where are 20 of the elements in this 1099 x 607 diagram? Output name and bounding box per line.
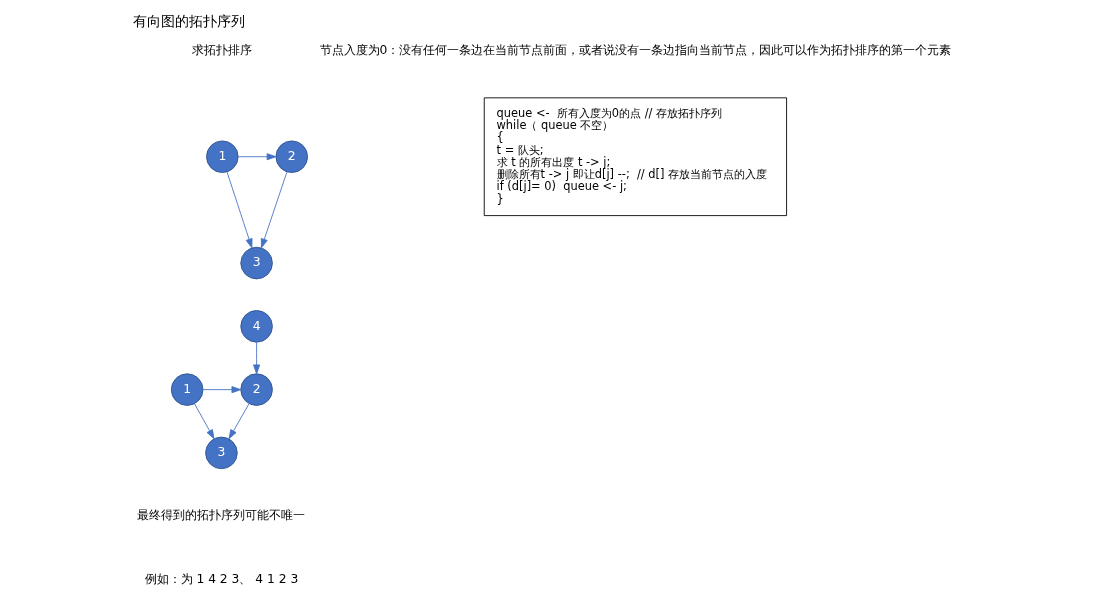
arrow [194, 403, 215, 440]
label: 例如：为 1 4 2 3、 4 1 2 3 [144, 571, 299, 586]
arrow [202, 386, 242, 394]
node-circle: 2 [240, 373, 273, 406]
arrow [260, 171, 288, 249]
node-circle: 3 [205, 436, 238, 470]
diagram-title: 有向图的拓扑序列 [133, 13, 246, 30]
node-circle: 1 [206, 140, 239, 173]
label: 节点入度为0：没有任何一条边在当前节点前面，或者说没有一条边指向当前节点，因此可以作为拓扑排序的第一个元素 [319, 42, 952, 57]
arrow [226, 171, 253, 249]
node-circle: 3 [240, 246, 273, 280]
node-box: queue <- 所有入度为0的点 // 存放拓扑序列 while（ queue 不空） { t = 队头; 求 t 的所有出度 t -> j; 删除所有t -> j 即让d[j] --; // d[] 存放当前节点的入度 if (d[j]= 0) queue <- j; } [483, 97, 788, 217]
node-circle: 4 [240, 310, 273, 343]
label: 求拓扑排序 [192, 42, 253, 57]
node-circle: 1 [170, 373, 204, 406]
arrow [228, 403, 250, 440]
arrow [253, 342, 261, 375]
arrow [237, 153, 277, 161]
node-circle: 2 [275, 140, 308, 173]
label: 最终得到的拓扑序列可能不唯一 [137, 508, 306, 523]
